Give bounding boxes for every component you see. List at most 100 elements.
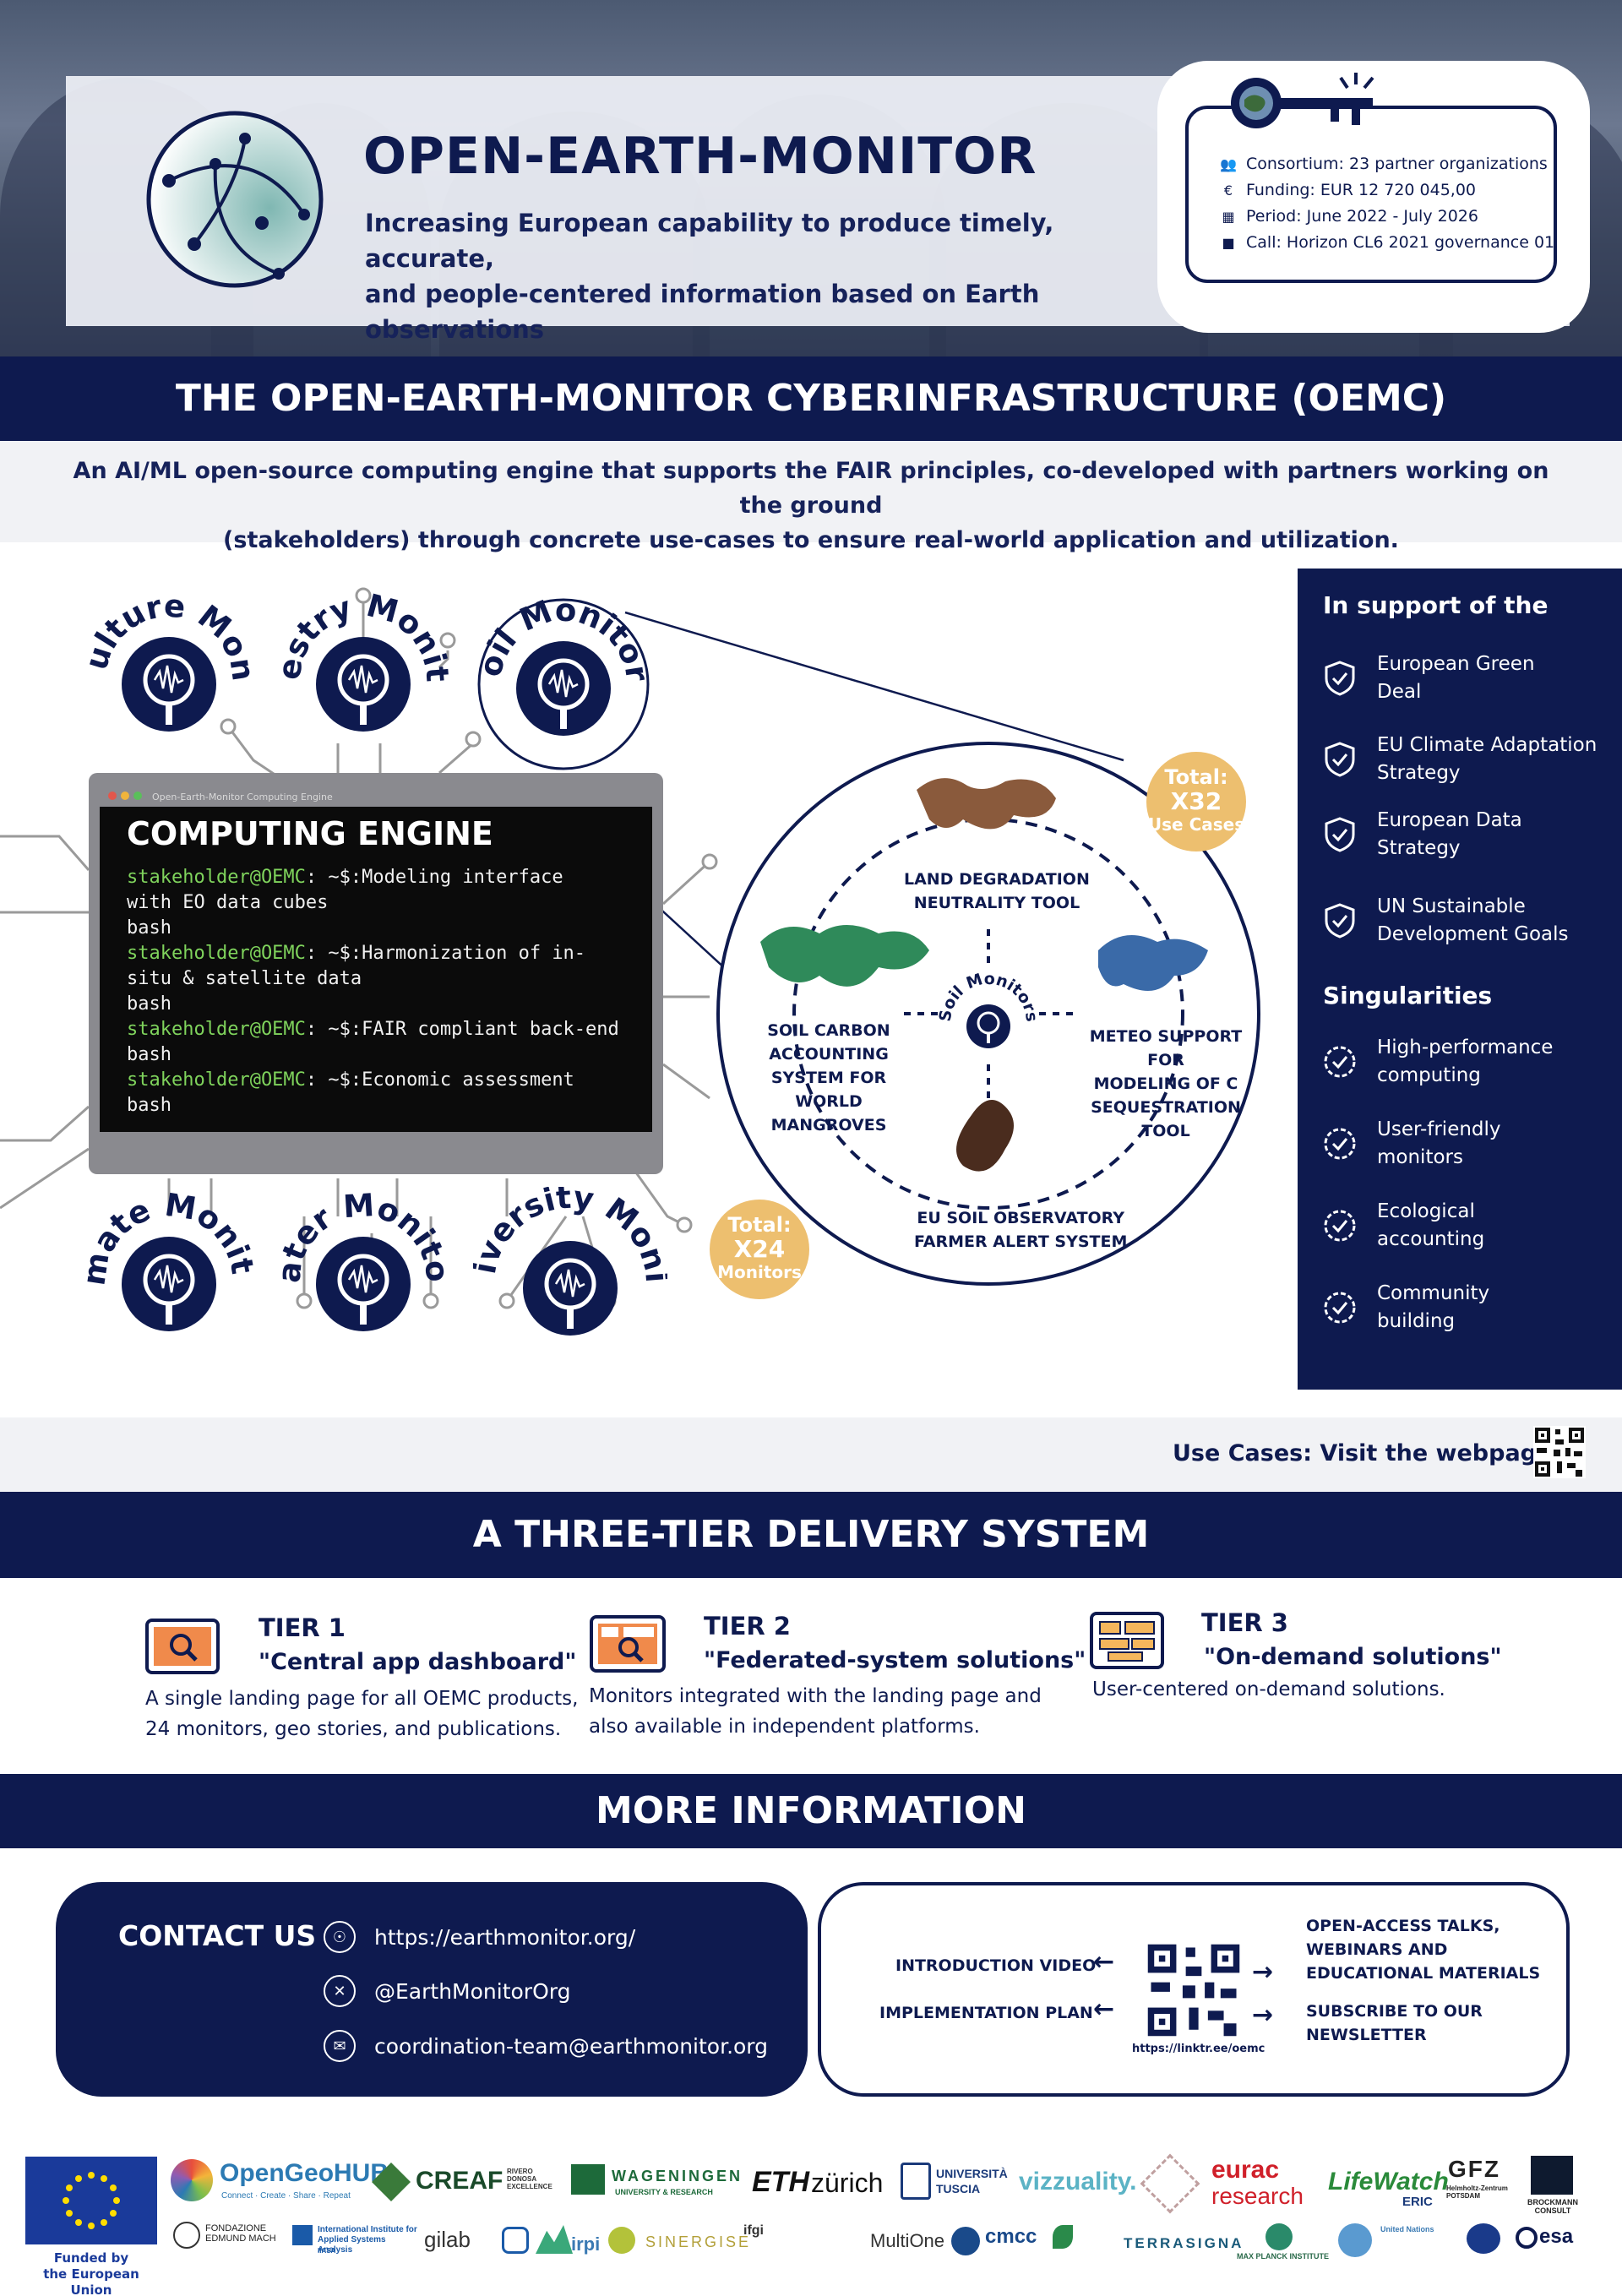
intro-line: (stakeholders) through concrete use-case… xyxy=(223,527,1399,553)
logo-ifgi: ifgi xyxy=(743,2223,764,2238)
tier3-label: "On-demand solutions" xyxy=(1204,1644,1502,1670)
badge-check-icon xyxy=(1324,1046,1356,1078)
tier2-label: "Federated-system solutions" xyxy=(704,1647,1086,1673)
badge-unit: Use Cases xyxy=(1147,814,1245,835)
total-monitors-badge: Total: X24 Monitors xyxy=(710,1200,809,1299)
logo-eurac-research: research xyxy=(1211,2183,1304,2209)
use-case-meteo[interactable]: METEO SUPPORT FOR MODELING OF C SEQUESTR… xyxy=(1069,1025,1263,1143)
email-link[interactable]: coordination-team@earthmonitor.org xyxy=(374,2033,769,2059)
link-text: WEBINARS AND xyxy=(1306,1940,1448,1959)
website-link[interactable]: https://earthmonitor.org/ xyxy=(374,1924,636,1950)
logo-eurac: eurac xyxy=(1211,2156,1280,2184)
contact-email[interactable]: ✉ coordination-team@earthmonitor.org xyxy=(324,2030,768,2062)
tier-desc-line: A single landing page for all OEMC produ… xyxy=(145,1688,579,1710)
logo-lifewatch: LifeWatch xyxy=(1328,2168,1449,2195)
logo-wageningen: WAGENINGEN xyxy=(612,2168,743,2184)
folder-icon: ■ xyxy=(1222,234,1235,251)
arrow-right-icon: → xyxy=(1252,1957,1274,1987)
singularity-text: accounting xyxy=(1377,1228,1485,1250)
fact-call: ■ Call: Horizon CL6 2021 governance 01 xyxy=(1219,233,1554,252)
contact-website[interactable]: ☉ https://earthmonitor.org/ xyxy=(324,1921,635,1953)
use-case-soil-carbon[interactable]: SOIL CARBON ACCOUNTING SYSTEM FOR WORLD … xyxy=(737,1019,921,1137)
soil-monitor[interactable]: Soil Monitors xyxy=(475,596,652,773)
singularity-text: Community xyxy=(1377,1282,1490,1304)
x-twitter-icon: ✕ xyxy=(324,1975,356,2007)
window-minimize-dot xyxy=(121,792,129,800)
section-bar-more-info: MORE INFORMATION xyxy=(0,1774,1622,1848)
terminal-line: stakeholder@OEMC: ~$:Economic assessment xyxy=(127,1068,574,1093)
shield-check-icon xyxy=(1325,817,1355,852)
eu-stars-icon xyxy=(63,2172,120,2229)
logo-gilab: gilab xyxy=(424,2227,471,2252)
terminal-line: stakeholder@OEMC: ~$:FAIR compliant back… xyxy=(127,1017,619,1042)
logo-gfz-sub: Helmholtz-Zentrum POTSDAM xyxy=(1446,2184,1508,2200)
talks-link[interactable]: OPEN-ACCESS TALKS, WEBINARS AND EDUCATIO… xyxy=(1306,1914,1540,1985)
cmd-text: : ~$:Harmonization of in- xyxy=(305,943,586,964)
use-case-text: ACCOUNTING xyxy=(769,1045,889,1064)
support-text: EU Climate Adaptation xyxy=(1377,734,1598,756)
use-case-eu-soil[interactable]: EU SOIL OBSERVATORY FARMER ALERT SYSTEM xyxy=(914,1206,1127,1254)
newsletter-link[interactable]: SUBSCRIBE TO OUR NEWSLETTER xyxy=(1306,1999,1483,2047)
biodiversity-monitor[interactable]: Biodiversity Monitors xyxy=(473,1187,667,1381)
link-text: OPEN-ACCESS TALKS, xyxy=(1306,1917,1500,1935)
badge-unit: Monitors xyxy=(717,1262,802,1282)
window-caption: Open-Earth-Monitor Computing Engine xyxy=(152,792,333,803)
contact-twitter[interactable]: ✕ @EarthMonitorOrg xyxy=(324,1975,570,2007)
climate-monitor[interactable]: Climate Monitors xyxy=(80,1191,258,1368)
support-text: Development Goals xyxy=(1377,923,1569,945)
support-panel xyxy=(1298,569,1622,1390)
opengeohub-globe-icon xyxy=(171,2159,213,2201)
water-monitor[interactable]: Water Monitors xyxy=(275,1191,452,1368)
tier-desc-line: User-centered on-demand solutions. xyxy=(1092,1678,1445,1700)
link-text: SUBSCRIBE TO OUR xyxy=(1306,2002,1483,2021)
prompt: stakeholder@OEMC xyxy=(127,1069,306,1091)
terminal-line: stakeholder@OEMC: ~$:Modeling interface xyxy=(127,865,563,890)
linktree-qr-code[interactable] xyxy=(1145,1941,1243,2039)
logo-max-planck: MAX PLANCK INSTITUTE xyxy=(1237,2252,1329,2261)
support-text: Strategy xyxy=(1377,762,1461,784)
use-case-text: SEQUESTRATION xyxy=(1091,1098,1241,1117)
forestry-monitor[interactable]: Forestry Monitors xyxy=(275,591,452,769)
logo-rivero: RIVERO DONOSA EXCELLENCE xyxy=(507,2168,552,2190)
shield-check-icon xyxy=(1325,903,1355,939)
section-bar-tiers: A THREE-TIER DELIVERY SYSTEM xyxy=(0,1492,1622,1578)
tier1-description: A single landing page for all OEMC produ… xyxy=(145,1684,578,1744)
dashboard-icon xyxy=(145,1619,220,1674)
terminal-line: situ & satellite data xyxy=(127,968,362,989)
page-title: OPEN-EARTH-MONITOR xyxy=(363,127,1037,186)
singularities-heading: Singularities xyxy=(1323,982,1493,1009)
section-heading: A THREE-TIER DELIVERY SYSTEM xyxy=(472,1513,1150,1556)
use-case-land-degradation[interactable]: LAND DEGRADATION NEUTRALITY TOOL xyxy=(904,868,1090,915)
badge-check-icon xyxy=(1324,1128,1356,1160)
use-cases-band xyxy=(0,1417,1622,1492)
partner-mark-icon xyxy=(1140,2153,1200,2214)
window-close-dot xyxy=(108,792,117,800)
badge-value: X32 xyxy=(1170,787,1222,815)
section-heading: THE OPEN-EARTH-MONITOR CYBERINFRASTRUCTU… xyxy=(175,377,1447,420)
logo-gfz: GFZ xyxy=(1448,2156,1500,2182)
tier3-description: User-centered on-demand solutions. xyxy=(1092,1674,1445,1705)
twitter-handle[interactable]: @EarthMonitorOrg xyxy=(374,1978,571,2004)
use-cases-link[interactable]: Use Cases: Visit the webpage xyxy=(1173,1440,1553,1466)
globe-icon: ☉ xyxy=(324,1921,356,1953)
agriculture-monitor[interactable]: Agriculture Monitors xyxy=(80,591,258,769)
use-case-text: METEO SUPPORT FOR xyxy=(1089,1027,1243,1069)
iiasa-mark-icon xyxy=(292,2225,313,2245)
terminal-line: bash xyxy=(127,917,171,939)
logo-lifewatch-eric: ERIC xyxy=(1402,2195,1433,2209)
qr-code-icon[interactable] xyxy=(1533,1426,1586,1478)
implementation-plan-link[interactable]: IMPLEMENTATION PLAN xyxy=(879,2004,1093,2022)
link-text: NEWSLETTER xyxy=(1306,2026,1427,2044)
logo-sinergise: SINERGISE xyxy=(645,2233,752,2250)
use-case-text: TOOL xyxy=(1141,1122,1190,1140)
calendar-icon: ▦ xyxy=(1222,208,1235,225)
linktree-url[interactable]: https://linktr.ee/oemc xyxy=(1132,2043,1265,2055)
logo-esa: esa xyxy=(1539,2225,1574,2248)
use-case-text: MODELING OF C xyxy=(1093,1075,1238,1093)
terminal-line: bash xyxy=(127,1044,171,1065)
intro-video-link[interactable]: INTRODUCTION VIDEO xyxy=(895,1956,1097,1975)
